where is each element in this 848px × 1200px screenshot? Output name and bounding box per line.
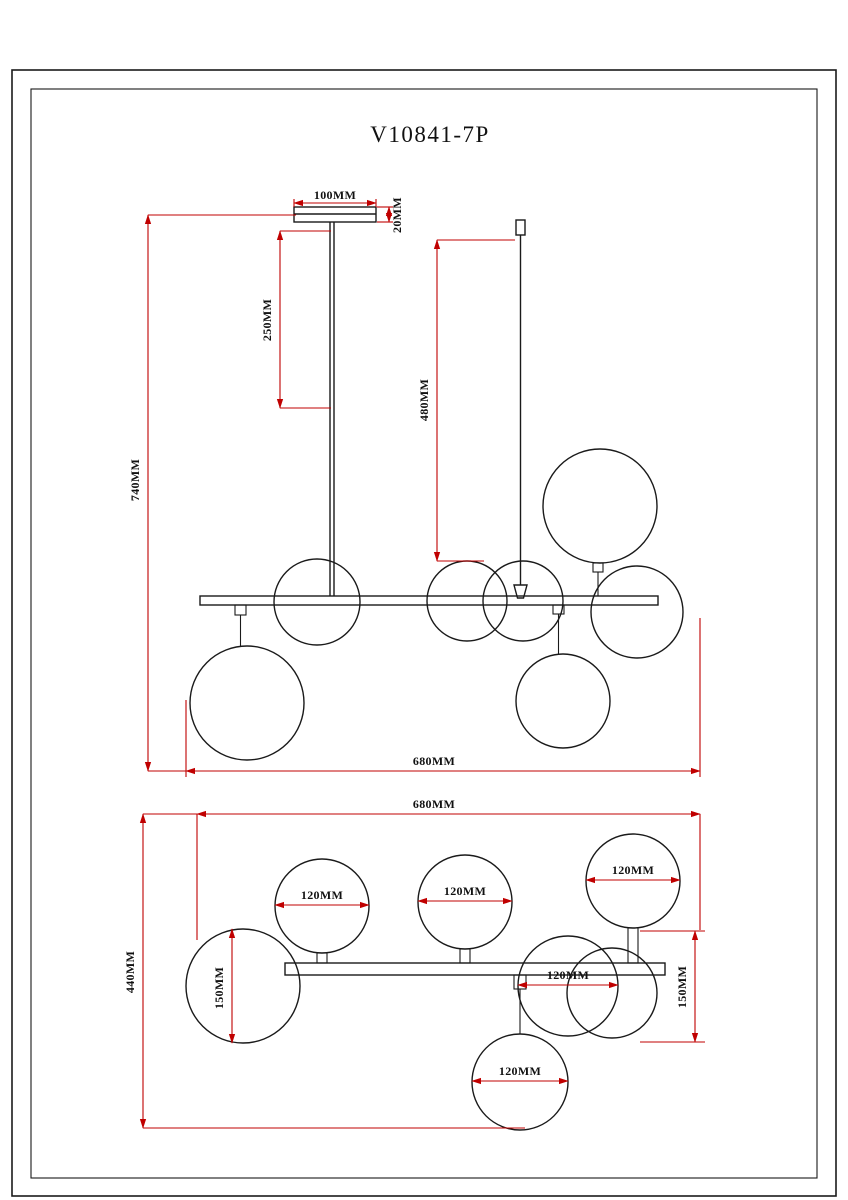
globe: [482, 560, 564, 642]
plan-fixture: [185, 833, 681, 1131]
dim-globe-120-4: 120MM: [517, 968, 619, 989]
dim-label-total-width-plan: 680MM: [413, 797, 455, 811]
suspension-cord: [513, 219, 528, 599]
fixture-bar-plan: [284, 962, 666, 976]
dim-total-depth: 440MM: [123, 813, 525, 1129]
globe: [515, 653, 611, 749]
dim-label-globe-120-5: 120MM: [499, 1064, 541, 1078]
dim-label-total-depth: 440MM: [123, 951, 137, 993]
dim-label-globe-120-2: 120MM: [444, 884, 486, 898]
hanging-rod: [329, 222, 335, 596]
cord-ceiling-fitting: [515, 219, 526, 236]
front-view: 100MM 20MM 250MM 480MM: [128, 188, 701, 777]
dim-total-width-plan: 680MM: [196, 797, 701, 940]
dim-label-canopy-thickness: 20MM: [390, 197, 404, 233]
fixture-bar-front: [199, 595, 659, 606]
dim-label-globe-150-right: 150MM: [675, 966, 689, 1008]
globe-plan: [417, 854, 513, 950]
plan-dimensions: 680MM 440MM 150MM 150MM 120MM: [123, 797, 705, 1129]
dim-label-canopy-width: 100MM: [314, 188, 356, 202]
front-dimensions: 100MM 20MM 250MM 480MM: [128, 188, 701, 777]
dim-canopy-thickness: 20MM: [377, 197, 404, 233]
frame-outer: [11, 69, 837, 1197]
globe-plan: [566, 947, 658, 1039]
dim-total-width-front: 680MM: [185, 618, 701, 777]
dim-rod-length: 250MM: [260, 230, 331, 409]
dim-globe-120-2: 120MM: [417, 884, 513, 905]
dim-globe-150-right: 150MM: [640, 930, 705, 1043]
globe: [542, 448, 658, 564]
dim-canopy-width: 100MM: [293, 188, 377, 207]
cord-socket: [513, 584, 528, 599]
dim-total-height: 740MM: [128, 214, 296, 772]
canopy: [293, 206, 377, 223]
front-fixture: [189, 206, 684, 761]
dim-label-globe-120-1: 120MM: [301, 888, 343, 902]
frame-inner: [30, 88, 818, 1179]
dim-label-globe-150-left: 150MM: [212, 967, 226, 1009]
globe-plan: [471, 1033, 569, 1131]
dim-label-rod-length: 250MM: [260, 299, 274, 341]
globe-plan: [274, 858, 370, 954]
globe-plan: [585, 833, 681, 929]
dim-cord-length: 480MM: [417, 239, 515, 562]
dim-globe-150-left: 150MM: [212, 928, 236, 1044]
dim-globe-120-5: 120MM: [471, 1064, 569, 1085]
dim-label-globe-120-4: 120MM: [547, 968, 589, 982]
globe: [189, 645, 305, 761]
drawing-frame: [11, 69, 837, 1197]
dim-globe-120-3: 120MM: [585, 863, 681, 884]
dim-label-total-height: 740MM: [128, 459, 142, 501]
globe: [273, 558, 361, 646]
dim-label-globe-120-3: 120MM: [612, 863, 654, 877]
dim-globe-120-1: 120MM: [274, 888, 370, 909]
plan-view: 680MM 440MM 150MM 150MM 120MM: [123, 797, 705, 1131]
globe-stems-plan: [316, 927, 639, 1034]
globe-plan: [185, 928, 301, 1044]
dim-label-cord-length: 480MM: [417, 379, 431, 421]
page-title: V10841-7P: [370, 122, 490, 147]
dim-label-total-width-front: 680MM: [413, 754, 455, 768]
globe-stems-front: [234, 562, 604, 654]
globe: [590, 565, 684, 659]
